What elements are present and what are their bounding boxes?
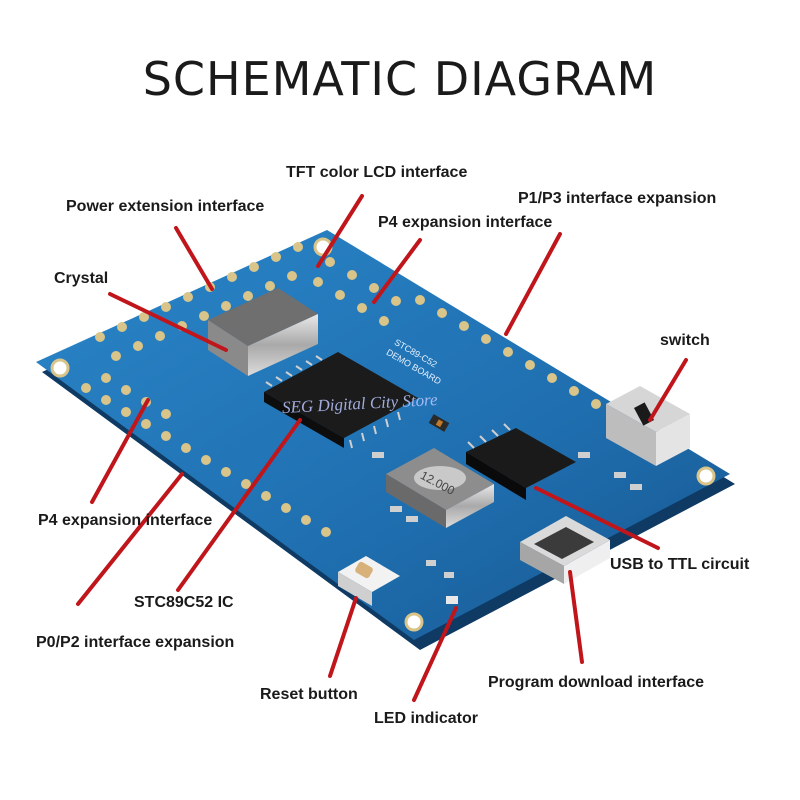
label-led: LED indicator — [374, 710, 479, 727]
leader-p0p2 — [76, 472, 184, 606]
header-left — [81, 373, 331, 537]
label-power: Power extension interface — [66, 198, 265, 215]
label-p1p3: P1/P3 interface expansion — [518, 190, 717, 207]
leader-stc — [176, 418, 302, 592]
stc89c52-chip — [264, 352, 418, 449]
header-right — [415, 295, 601, 409]
leader-crystal — [108, 292, 228, 352]
micro-usb-port — [520, 516, 610, 584]
label-p0p2: P0/P2 interface expansion — [36, 634, 235, 651]
label-p4-top: P4 expansion interface — [378, 214, 553, 231]
crystal-component — [208, 288, 318, 376]
leader-switch — [648, 358, 688, 422]
leader-program — [568, 570, 584, 664]
label-usb-ttl: USB to TTL circuit — [610, 556, 750, 573]
header-p4-top — [313, 257, 401, 326]
label-tft: TFT color LCD interface — [286, 164, 468, 181]
leader-power — [174, 226, 214, 291]
leader-reset — [328, 596, 358, 678]
label-reset: Reset button — [260, 686, 358, 703]
label-p4-left: P4 expansion interface — [38, 512, 213, 529]
leader-p4-top — [372, 238, 422, 304]
smd-parts — [372, 414, 642, 604]
leader-usb-ttl — [534, 486, 660, 550]
label-switch: switch — [660, 332, 710, 349]
label-stc: STC89C52 IC — [134, 594, 234, 611]
label-program: Program download interface — [488, 674, 705, 691]
page-title: SCHEMATIC DIAGRAM — [142, 52, 658, 106]
usb-ttl-chip — [466, 423, 576, 500]
mount-hole — [696, 466, 716, 486]
leader-p4-left — [90, 398, 150, 504]
reset-switch — [338, 556, 400, 606]
leader-p1p3 — [504, 232, 562, 336]
slide-switch — [606, 386, 690, 466]
leader-tft — [316, 194, 364, 268]
crystal-12mhz — [386, 448, 494, 528]
leader-led — [412, 606, 458, 702]
mount-hole — [404, 612, 424, 632]
leader-lines — [76, 194, 688, 702]
mount-hole — [50, 358, 70, 378]
label-crystal: Crystal — [54, 270, 109, 287]
